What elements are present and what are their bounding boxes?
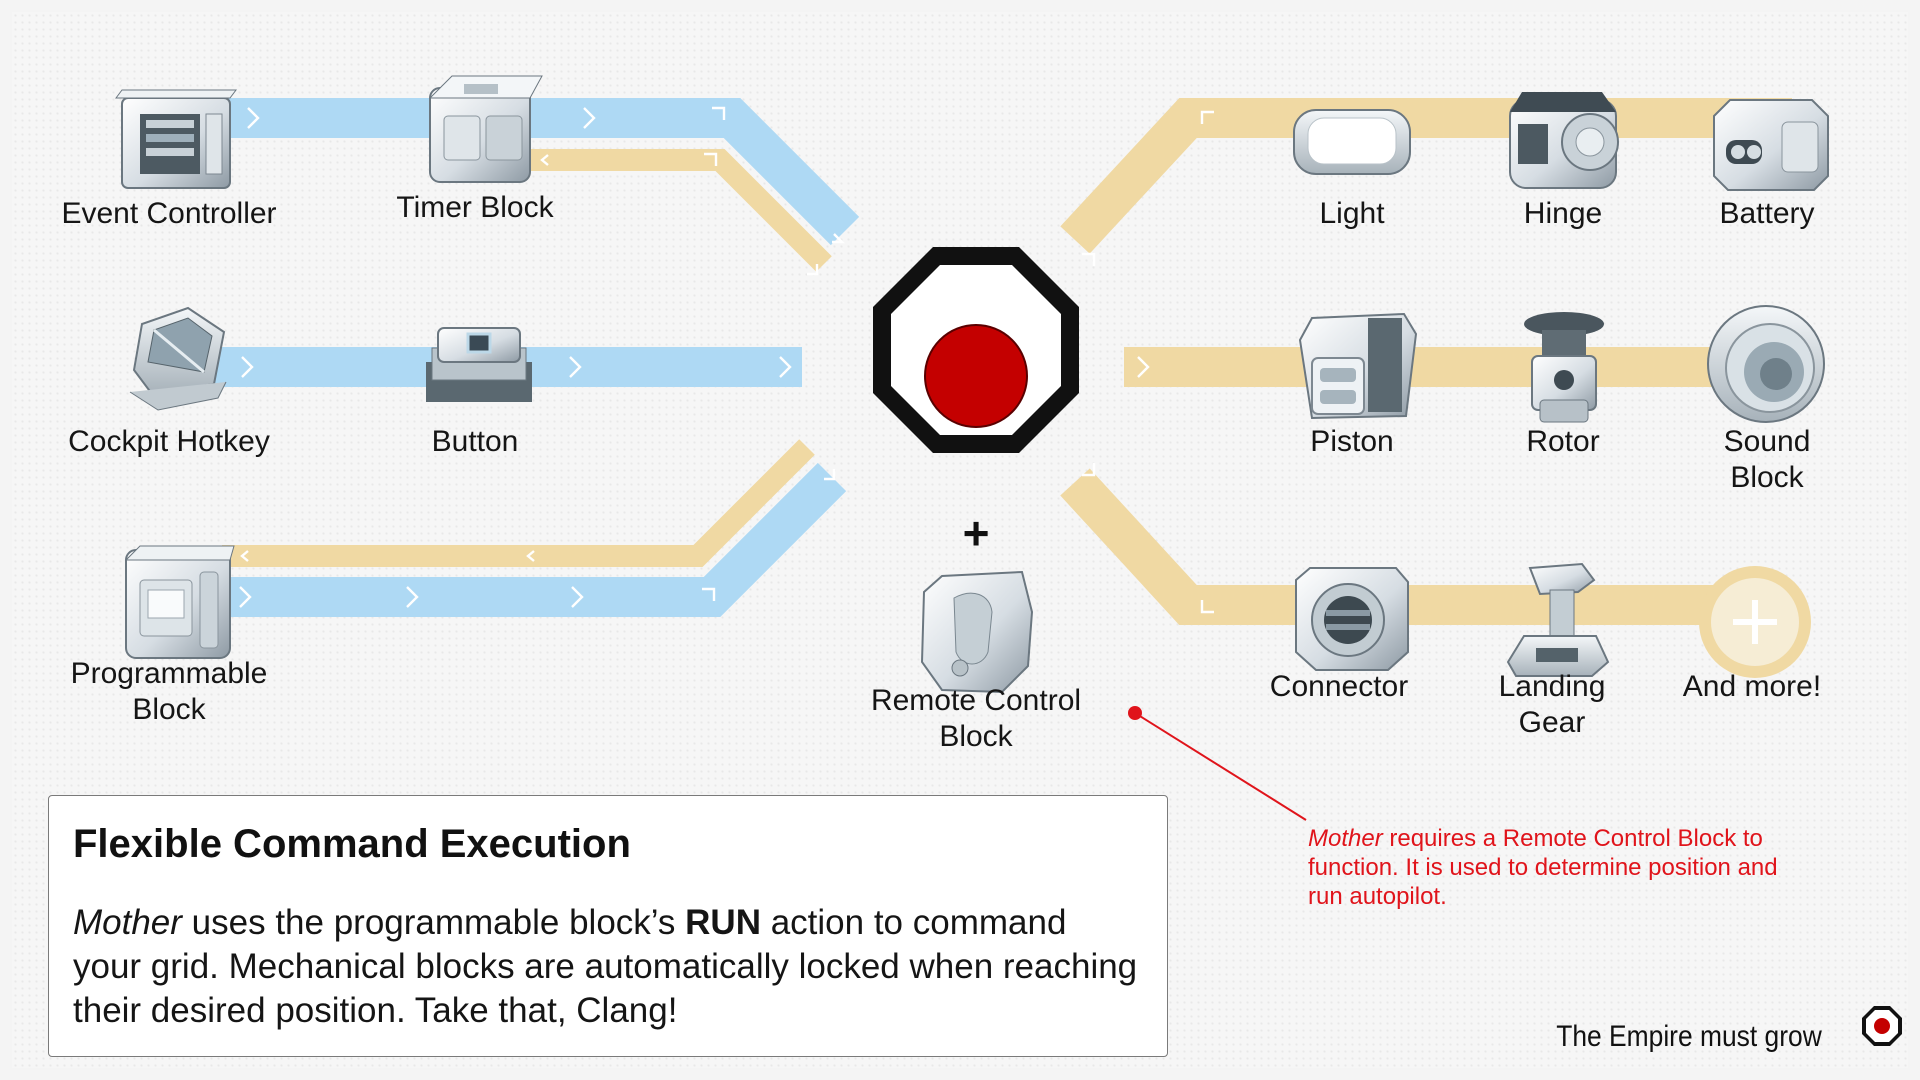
and-more-label: And more! <box>1682 670 1822 703</box>
light-icon <box>1293 109 1411 175</box>
light-row-path <box>1060 98 1792 254</box>
timer-block-icon <box>428 75 543 183</box>
cockpit-hotkey-label: Cockpit Hotkey <box>68 425 270 458</box>
rotor-label: Rotor <box>1526 425 1600 458</box>
landing-gear-label: Landing Gear <box>1498 670 1606 739</box>
landing-gear-icon <box>1506 562 1610 677</box>
light-label: Light <box>1319 197 1385 230</box>
timer-return-path <box>524 149 832 272</box>
annotation-note: Mother requires a Remote Control Block t… <box>1308 824 1778 911</box>
path-markers <box>239 106 1214 614</box>
footer-mother-logo <box>1862 1006 1902 1046</box>
info-body: Mother uses the programmable block’s RUN… <box>73 901 1143 1033</box>
remote-control-block-icon <box>920 570 1034 694</box>
cockpit-hotkey-icon <box>129 306 227 411</box>
note-text: requires a Remote Control Block to funct… <box>1308 825 1778 910</box>
info-body-text-1: uses the programmable block’s <box>181 903 686 942</box>
battery-icon <box>1713 99 1829 191</box>
timer-block-label: Timer Block <box>396 191 554 224</box>
programmable-block-label: Programmable Block <box>70 657 268 726</box>
battery-label: Battery <box>1719 197 1815 230</box>
info-body-emphasis: Mother <box>73 903 182 942</box>
event-controller-label: Event Controller <box>61 197 277 230</box>
rotor-icon <box>1524 312 1604 423</box>
connector-label: Connector <box>1269 670 1409 703</box>
note-emphasis: Mother <box>1308 825 1383 852</box>
connector-icon <box>1295 567 1409 671</box>
button-panel-icon <box>426 327 532 402</box>
sound-block-icon <box>1707 305 1825 423</box>
programmable-block-path <box>222 462 847 617</box>
info-title: Flexible Command Execution <box>73 822 631 866</box>
and-more-icon <box>1699 566 1811 678</box>
remote-control-block-label: Remote Control Block <box>870 684 1082 753</box>
piston-icon <box>1298 312 1418 420</box>
sound-block-label: Sound Block <box>1723 425 1811 494</box>
output-paths <box>1060 98 1802 625</box>
flow-diagram <box>115 75 1902 1046</box>
event-controller-icon <box>115 89 237 189</box>
diagram-canvas: Event Controller Timer Block Cockpit Hot… <box>12 12 1908 1068</box>
annotation-pointer <box>1128 706 1307 821</box>
mother-logo <box>873 247 1079 453</box>
hinge-icon <box>1509 92 1619 189</box>
connector-row-path <box>1060 468 1717 625</box>
info-box: Flexible Command Execution Mother uses t… <box>48 795 1168 1057</box>
button-label: Button <box>431 425 519 458</box>
info-body-strong: RUN <box>685 903 761 942</box>
info-body-text-2: action to command your grid. Mechanical … <box>73 903 1138 1030</box>
piston-label: Piston <box>1310 425 1394 458</box>
programmable-block-icon <box>124 545 235 659</box>
event-controller-path <box>202 98 860 246</box>
hinge-label: Hinge <box>1523 197 1603 230</box>
tagline: The Empire must grow <box>1556 1020 1822 1053</box>
programmable-return-path <box>222 439 815 567</box>
plus-sign: + <box>962 507 990 559</box>
